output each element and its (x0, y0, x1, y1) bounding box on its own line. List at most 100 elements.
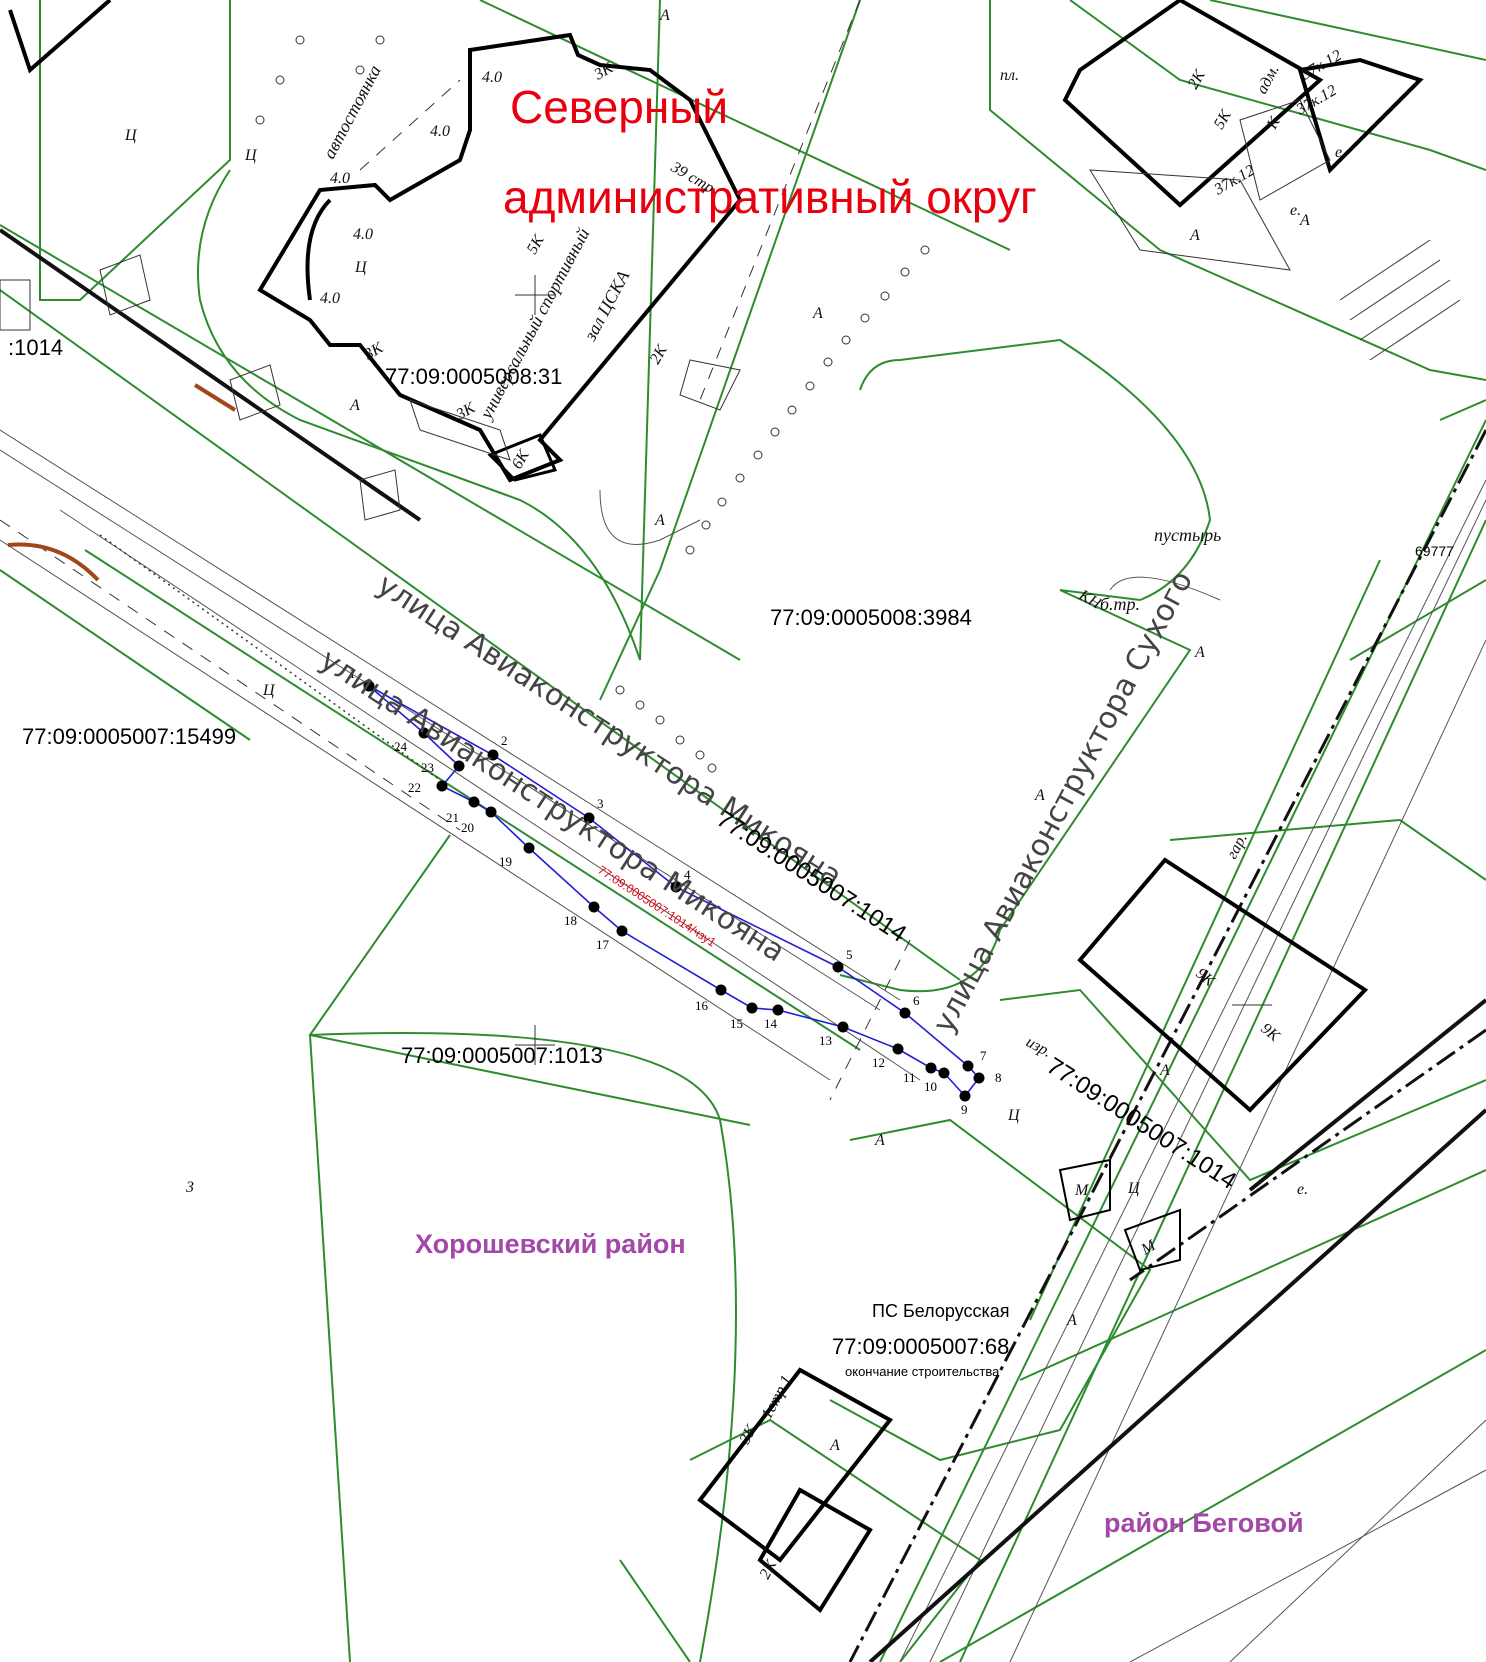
contour-point-label-14: 14 (764, 1016, 778, 1031)
contour-point-label-11: 11 (903, 1070, 916, 1085)
label-5k: 5К (524, 231, 549, 257)
label-a-6: А (1034, 787, 1045, 804)
label-a-8: А (1066, 1312, 1077, 1329)
label-37k12-b: 37к.12 (1293, 82, 1340, 119)
contour-point-4 (670, 881, 682, 893)
contour-point-label-16: 16 (695, 998, 709, 1013)
label-a-1: А (349, 397, 360, 414)
contour-point-15 (746, 1002, 758, 1014)
contour-point-22 (436, 780, 448, 792)
contour-point-14 (772, 1004, 784, 1016)
label-e-1: е. (1335, 144, 1346, 161)
label-c2: Ц (354, 259, 368, 276)
contour-point-label-15: 15 (730, 1016, 743, 1031)
contour-point-24 (418, 727, 430, 739)
tree-markers (255, 35, 930, 773)
contour-point-label-20: 20 (461, 820, 474, 835)
contour-point-label-1: 1 (349, 666, 356, 681)
contour-point-label-19: 19 (499, 854, 512, 869)
dashed-lines (0, 0, 911, 1101)
contour-point-label-23: 23 (421, 760, 434, 775)
parcel-15499: 77:09:0005007:15499 (22, 724, 236, 749)
label-37k12-c: 37к.12 (1211, 162, 1258, 199)
label-e-2: е. (1290, 202, 1301, 219)
street-sukhogo: улица Авиаконструктора Сухого (926, 565, 1200, 1038)
label-izr: изр. (1023, 1034, 1054, 1061)
okrug-title-line1: Северный (510, 81, 728, 133)
label-sport-hall-2: зал ЦСКА (579, 266, 633, 345)
contour-point-label-3: 3 (597, 796, 604, 811)
label-6k: 6К (509, 446, 534, 472)
contour-point-label-17: 17 (596, 937, 610, 952)
contour-point-label-21: 21 (446, 810, 459, 825)
label-parking: автостоянка (319, 62, 385, 162)
label-e-3: е. (1297, 1181, 1308, 1198)
contour-point-label-7: 7 (980, 1048, 987, 1063)
label-4-0-a: 4.0 (482, 69, 502, 86)
district-boundary (848, 429, 1486, 1662)
label-4-0-d: 4.0 (353, 226, 373, 243)
buildings (8, 0, 1424, 1614)
label-c4: Ц (1007, 1107, 1021, 1124)
substation-name: ПС Белорусская (872, 1301, 1010, 1321)
parcel-31: 77:09:0005008:31 (385, 364, 562, 389)
fence-line (0, 228, 1486, 1662)
label-4-0-b: 4.0 (430, 123, 450, 140)
parcel-69777: 69777 (1415, 543, 1454, 559)
label-4-0-e: 4.0 (320, 290, 340, 307)
substation-status: окончание строительства (845, 1364, 1000, 1379)
contour-point-12 (892, 1043, 904, 1055)
contour-point-label-8: 8 (995, 1070, 1002, 1085)
label-pl: пл. (1000, 67, 1019, 84)
label-a-2: А (812, 305, 823, 322)
okrug-title-line2: административный округ (503, 171, 1037, 223)
label-c1: Ц (244, 147, 258, 164)
contour-point-19 (523, 842, 535, 854)
contour-point-18 (588, 901, 600, 913)
label-a-3: А (654, 512, 665, 529)
dotted-line (99, 534, 441, 781)
contour-point-2 (487, 749, 499, 761)
label-wasteland: пустырь (1154, 525, 1221, 545)
label-a-10: А (874, 1132, 885, 1149)
curb-lines (0, 429, 1486, 1662)
district-begovoy: район Беговой (1104, 1508, 1304, 1538)
contour-point-17 (616, 925, 628, 937)
label-c6: Ц (124, 127, 138, 144)
contour-point-label-24: 24 (394, 739, 408, 754)
label-5k-top: 5К (1211, 106, 1236, 132)
label-stroenie: 1стр.1 (759, 1373, 796, 1422)
label-m-a: М (1074, 1182, 1090, 1199)
contour-point-5 (832, 961, 844, 973)
label-b-tr: б.тр. (1100, 594, 1140, 614)
contour-point-8 (973, 1072, 985, 1084)
contour-point-label-2: 2 (501, 733, 508, 748)
contour-point-label-12: 12 (872, 1055, 885, 1070)
contour-point-9 (959, 1090, 971, 1102)
parcel-1014-left: :1014 (8, 335, 63, 360)
contour-point-13 (837, 1021, 849, 1033)
contour-point-1 (363, 680, 375, 692)
parcel-1013: 77:09:0005007:1013 (401, 1043, 603, 1068)
contour-point-20 (485, 806, 497, 818)
contour-point-label-5: 5 (846, 947, 853, 962)
contour-point-label-4: 4 (684, 867, 691, 882)
brown-curbs (7, 383, 237, 582)
label-c5: Ц (1127, 1180, 1141, 1197)
district-khoroshevsky: Хорошевский район (415, 1229, 686, 1259)
label-c3: Ц (262, 682, 276, 699)
contour-point-label-13: 13 (819, 1033, 832, 1048)
label-a-11: А (659, 7, 670, 24)
contour-point-21 (468, 796, 480, 808)
contour-point-3 (583, 812, 595, 824)
label-a-7: А (1159, 1062, 1170, 1079)
building-details (0, 99, 1461, 521)
parcel-68: 77:09:0005007:68 (832, 1334, 1009, 1359)
label-m-b: М (1138, 1236, 1160, 1259)
label-3k-mid: 3К (361, 339, 388, 364)
label-9k-a: 9К (1192, 965, 1218, 991)
contour-point-23 (453, 760, 465, 772)
